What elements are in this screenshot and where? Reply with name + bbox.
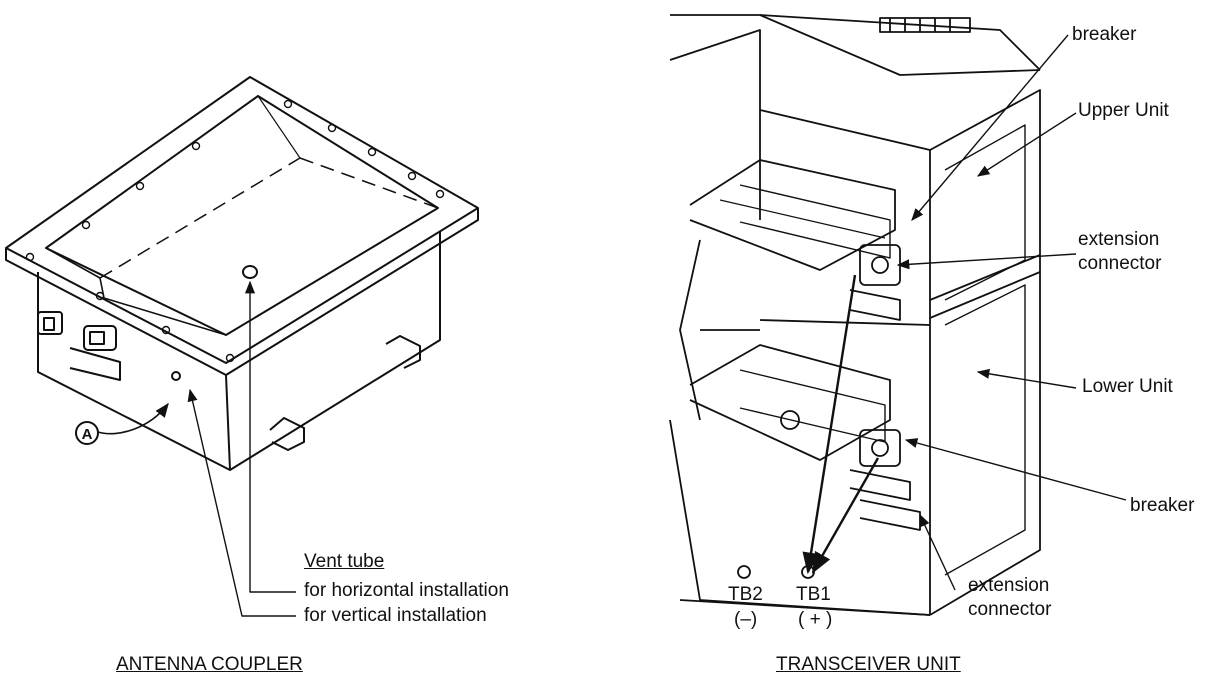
- vent-tube-vertical-label: for vertical installation: [304, 605, 487, 626]
- label-tb2: TB2: [728, 584, 763, 605]
- transceiver-unit-drawing: [669, 14, 1127, 616]
- label-lower-unit: Lower Unit: [1082, 376, 1173, 397]
- label-connector-upper: connector: [1078, 253, 1162, 274]
- label-extension-lower: extension: [968, 575, 1050, 596]
- label-tb1-sign: ( + ): [798, 609, 833, 630]
- marker-a: A: [82, 426, 93, 443]
- label-breaker-top: breaker: [1072, 24, 1137, 45]
- label-upper-unit: Upper Unit: [1078, 100, 1169, 121]
- label-tb2-sign: (–): [734, 609, 758, 630]
- label-connector-lower: connector: [968, 599, 1052, 620]
- antenna-coupler-drawing: [5, 76, 479, 617]
- antenna-coupler-title: ANTENNA COUPLER: [116, 654, 303, 675]
- label-extension-upper: extension: [1078, 229, 1160, 250]
- label-tb1: TB1: [796, 584, 831, 605]
- vent-tube-heading: Vent tube: [304, 551, 385, 572]
- label-breaker-bottom: breaker: [1130, 495, 1195, 516]
- vent-tube-horizontal-label: for horizontal installation: [304, 580, 509, 601]
- transceiver-unit-title: TRANSCEIVER UNIT: [776, 654, 961, 675]
